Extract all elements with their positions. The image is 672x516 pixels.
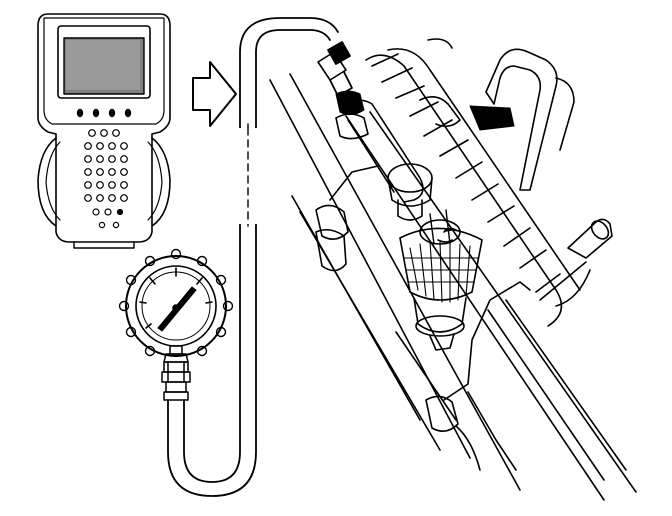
scan-tool-function-keys	[76, 108, 132, 118]
fuel-rail-upper	[269, 79, 471, 459]
knurled-cap	[399, 227, 483, 301]
scan-tool-screen-bezel	[57, 25, 151, 99]
handheld-scan-tool	[37, 13, 171, 249]
insulated-hose	[365, 54, 563, 327]
scan-tool-connector	[73, 241, 135, 249]
mount-bracket	[485, 48, 558, 191]
gauge-hose	[167, 17, 353, 497]
gauge-bezel-lugs	[118, 248, 234, 357]
schrader-valve-port	[387, 163, 483, 351]
pressure-gauge	[118, 248, 234, 401]
scan-tool-right-grip	[151, 137, 171, 227]
scan-tool-left-grip	[37, 137, 57, 227]
gauge-fitting	[161, 345, 191, 401]
rail-clip-lower	[425, 395, 459, 432]
scan-tool-body	[37, 13, 171, 243]
gauge-ticks	[139, 267, 213, 329]
scan-tool-keypad	[84, 129, 128, 229]
rail-clip-left	[315, 204, 349, 240]
fuel-rail-assembly	[269, 38, 637, 501]
arrow-right-icon	[192, 61, 237, 127]
